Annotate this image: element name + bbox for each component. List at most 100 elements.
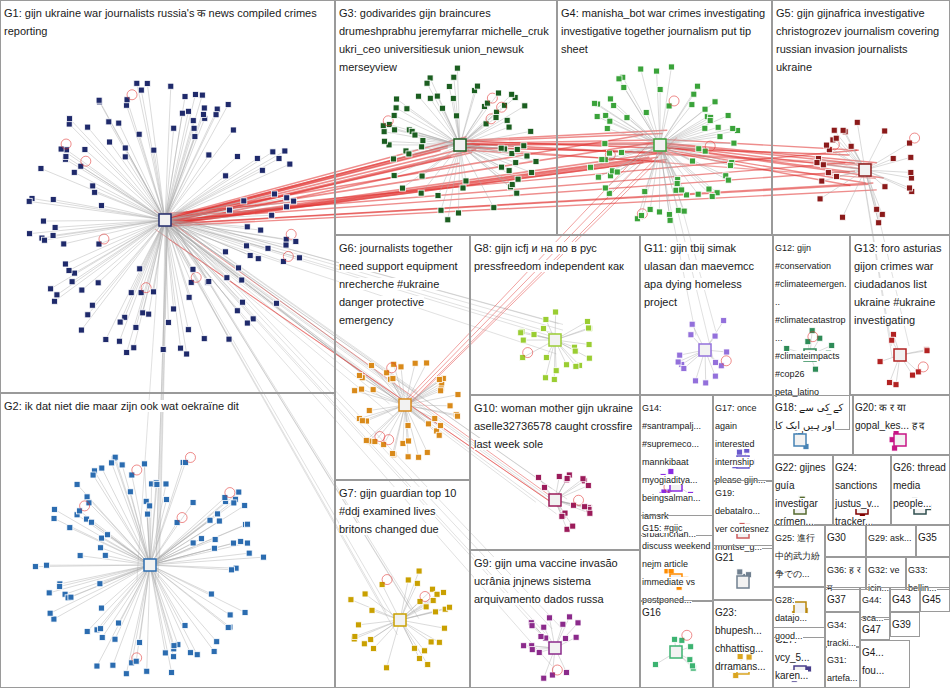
group-edge bbox=[150, 505, 245, 565]
vertex-icon bbox=[184, 351, 190, 357]
group-edge bbox=[610, 145, 660, 176]
vertex-icon bbox=[242, 502, 248, 508]
vertex-icon bbox=[437, 423, 443, 429]
vertex-icon bbox=[422, 648, 428, 654]
group-edge bbox=[660, 145, 687, 195]
vertex-icon bbox=[140, 310, 146, 316]
vertex-icon bbox=[51, 616, 57, 622]
group-edge bbox=[609, 145, 660, 193]
vertex-icon bbox=[244, 243, 250, 249]
group-edge bbox=[147, 83, 165, 220]
vertex-icon bbox=[533, 159, 539, 165]
inter-group-edge bbox=[160, 135, 643, 217]
group-heading: G9: gijn uma vaccine invasão ucrânia jnj… bbox=[474, 557, 618, 605]
group-panel: G18: کے کی سے اور ہیں ایک کا bbox=[773, 395, 853, 455]
group-heading: G36: ह र म bbox=[827, 565, 861, 593]
vertex-icon bbox=[823, 142, 829, 148]
vertex-icon bbox=[259, 167, 265, 173]
vertex-icon bbox=[414, 580, 420, 586]
group-edge bbox=[405, 405, 427, 452]
vertex-icon bbox=[40, 218, 46, 224]
group-heading: G45 bbox=[922, 594, 941, 605]
group-edge bbox=[165, 207, 287, 220]
vertex-icon bbox=[211, 648, 217, 654]
vertex-icon bbox=[144, 668, 150, 674]
vertex-icon bbox=[833, 135, 839, 141]
vertex-icon bbox=[439, 105, 445, 111]
group-panel: G20: क र या gopal_kes... ह द bbox=[853, 395, 950, 455]
vertex-icon bbox=[124, 97, 130, 103]
group-edge bbox=[150, 492, 239, 565]
inter-group-edge bbox=[166, 153, 663, 223]
vertex-icon bbox=[185, 108, 191, 114]
vertex-icon bbox=[433, 609, 439, 615]
group-edge bbox=[165, 220, 239, 268]
group-edge bbox=[165, 118, 205, 220]
vertex-icon bbox=[265, 245, 271, 251]
group-edge bbox=[165, 158, 279, 220]
group-panel: G30 bbox=[825, 525, 866, 557]
group-heading: G2: ik dat niet die maar zijn ook wat oe… bbox=[4, 400, 239, 412]
hub-vertex bbox=[159, 214, 171, 226]
group-edge bbox=[154, 220, 165, 292]
group-panel: G39 bbox=[890, 612, 920, 637]
vertex-icon bbox=[238, 538, 244, 544]
vertex-icon bbox=[106, 119, 112, 125]
vertex-icon bbox=[58, 146, 64, 152]
vertex-icon bbox=[454, 113, 460, 119]
vertex-icon bbox=[540, 325, 546, 331]
vertex-icon bbox=[225, 624, 231, 630]
group-heading: G47 bbox=[862, 624, 881, 635]
vertex-icon bbox=[78, 327, 84, 333]
vertex-icon bbox=[242, 609, 248, 615]
vertex-icon bbox=[168, 83, 174, 89]
vertex-icon bbox=[50, 197, 56, 203]
group-panel: G1: gijn ukraine war journalists russia'… bbox=[0, 0, 335, 393]
vertex-icon bbox=[116, 338, 122, 344]
vertex-icon bbox=[296, 255, 302, 261]
vertex-icon bbox=[522, 103, 528, 109]
vertex-icon bbox=[244, 224, 250, 230]
group-edge bbox=[165, 109, 217, 220]
vertex-icon bbox=[145, 511, 151, 517]
vertex-icon bbox=[205, 279, 211, 285]
vertex-icon bbox=[691, 91, 697, 97]
vertex-icon bbox=[41, 237, 47, 243]
vertex-icon bbox=[52, 298, 58, 304]
vertex-icon bbox=[531, 332, 537, 338]
vertex-icon bbox=[455, 392, 461, 398]
vertex-icon bbox=[696, 146, 702, 152]
group-edge bbox=[650, 145, 660, 209]
group-edge bbox=[865, 170, 911, 172]
vertex-icon bbox=[123, 671, 129, 677]
vertex-icon bbox=[352, 634, 358, 640]
group-heading: G13: foro asturias gijon crimes war ciud… bbox=[854, 242, 941, 326]
vertex-icon bbox=[730, 125, 736, 131]
group-edge bbox=[865, 170, 879, 223]
vertex-icon bbox=[94, 663, 100, 669]
vertex-icon bbox=[491, 205, 497, 211]
vertex-icon bbox=[116, 620, 122, 626]
vertex-icon bbox=[392, 127, 398, 133]
vertex-icon bbox=[390, 376, 396, 382]
vertex-icon bbox=[222, 249, 228, 255]
vertex-icon bbox=[604, 125, 610, 131]
vertex-icon bbox=[889, 337, 895, 343]
vertex-icon bbox=[712, 373, 718, 379]
group-panel: G16 bbox=[640, 600, 713, 688]
vertex-icon bbox=[520, 337, 526, 343]
group-edge bbox=[395, 130, 460, 145]
group-edge bbox=[65, 565, 150, 594]
vertex-icon bbox=[679, 187, 685, 193]
vertex-icon bbox=[521, 643, 527, 649]
vertex-icon bbox=[559, 513, 565, 519]
group-heading: G18: کے کی سے اور ہیں ایک کا bbox=[775, 402, 843, 431]
vertex-icon bbox=[48, 286, 54, 292]
vertex-icon bbox=[906, 185, 912, 191]
vertex-icon bbox=[543, 355, 549, 361]
group-edge bbox=[82, 220, 165, 290]
vertex-icon bbox=[110, 662, 116, 668]
group-edge bbox=[460, 97, 515, 145]
group-edge bbox=[165, 220, 253, 319]
group-edge bbox=[119, 565, 150, 623]
